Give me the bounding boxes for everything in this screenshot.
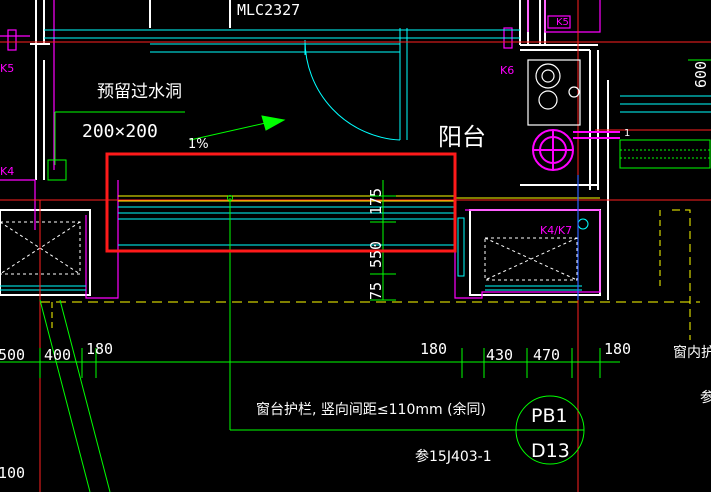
dim-180-a: 180 [86, 340, 113, 358]
callout-pb1: PB1 [531, 405, 568, 427]
dim-470: 470 [533, 346, 560, 364]
shaft-right [484, 237, 578, 281]
green-dims [0, 59, 711, 492]
label-k6: K6 [500, 64, 514, 77]
right-edge-glyph: 参 [700, 389, 711, 406]
dim-180-c: 180 [604, 340, 631, 358]
text-labels: MLC2327 K5 K5 K6 K4 K4/K7 预留过水洞 200×200 … [0, 1, 711, 482]
window-tag: MLC2327 [237, 1, 300, 19]
callout-d13: D13 [531, 440, 570, 462]
dim-430: 430 [486, 346, 513, 364]
dim-600-top: 600 [692, 61, 710, 88]
label-reserved-hole: 预留过水洞 [97, 82, 182, 102]
label-k5-top: K5 [556, 17, 569, 28]
dim-500: 500 [0, 346, 25, 364]
dim-100: 100 [0, 464, 25, 482]
label-hole-size: 200×200 [82, 121, 158, 142]
label-k4-left: K4 [0, 165, 14, 178]
dim-175: 175 [367, 188, 385, 215]
dim-75: 75 [367, 282, 385, 300]
right-cut-text: 窗内护 [673, 344, 711, 361]
yellow-lines [40, 195, 700, 340]
label-slope: 1% [188, 137, 209, 152]
shaft-left [0, 221, 81, 275]
walls [0, 0, 609, 300]
floor-drain [532, 129, 620, 171]
label-balcony: 阳台 [438, 123, 486, 151]
fixtures [527, 59, 581, 126]
dim-550: 550 [367, 241, 385, 268]
small-1: 1 [624, 128, 630, 139]
label-k4k7: K4/K7 [540, 224, 572, 237]
ref-std: 参15J403-1 [415, 448, 492, 465]
selection-rectangle[interactable] [105, 152, 457, 253]
dim-400: 400 [44, 346, 71, 364]
dim-180-b: 180 [420, 340, 447, 358]
label-k5-left: K5 [0, 62, 14, 75]
railing-note: 窗台护栏, 竖向间距≤110mm (余同) [256, 401, 486, 418]
